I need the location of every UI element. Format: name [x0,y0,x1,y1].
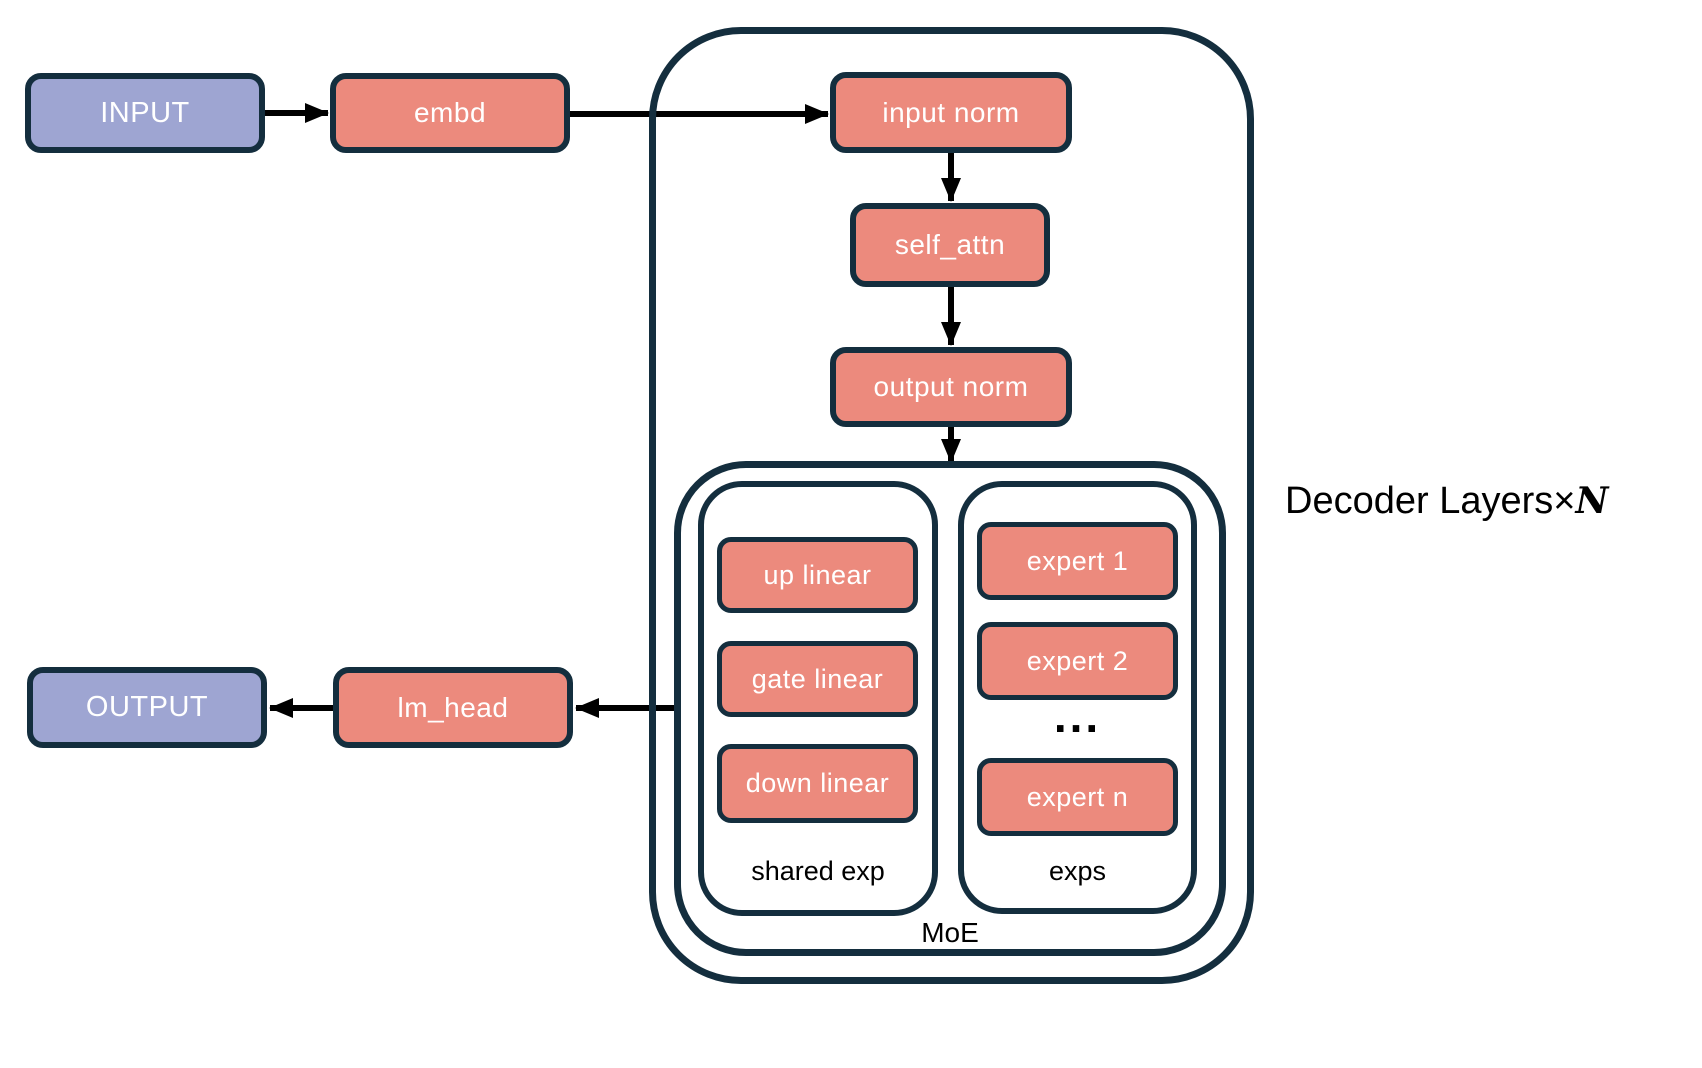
expert-2-node: expert 2 [977,622,1178,700]
decoder-layers-container [649,27,1254,984]
self-attn-node: self_attn [850,203,1050,287]
times-symbol: × [1553,480,1576,522]
exps-label: exps [1048,856,1107,886]
decoder-layers-label: Decoder Layers×N [1285,480,1608,523]
gate-linear-node: gate linear [717,641,918,717]
embd-node: embd [330,73,570,153]
down-linear-node: down linear [717,744,918,823]
up-linear-node: up linear [717,537,918,613]
output-node: OUTPUT [27,667,267,748]
shared-exp-container [698,481,938,916]
moe-label: MoE [921,917,979,948]
lm-head-node: lm_head [333,667,573,748]
repeat-variable-n: N [1575,480,1609,522]
exps-container [958,481,1197,914]
input-node: INPUT [25,73,265,153]
expert-n-node: expert n [977,758,1178,836]
output-norm-node: output norm [830,347,1072,427]
experts-ellipsis: ... [1053,690,1102,742]
moe-container [674,461,1226,956]
input-norm-node: input norm [830,72,1072,153]
decoder-layers-text: Decoder Layers [1285,480,1554,522]
expert-1-node: expert 1 [977,522,1178,600]
shared-exp-label: shared exp [751,856,885,886]
